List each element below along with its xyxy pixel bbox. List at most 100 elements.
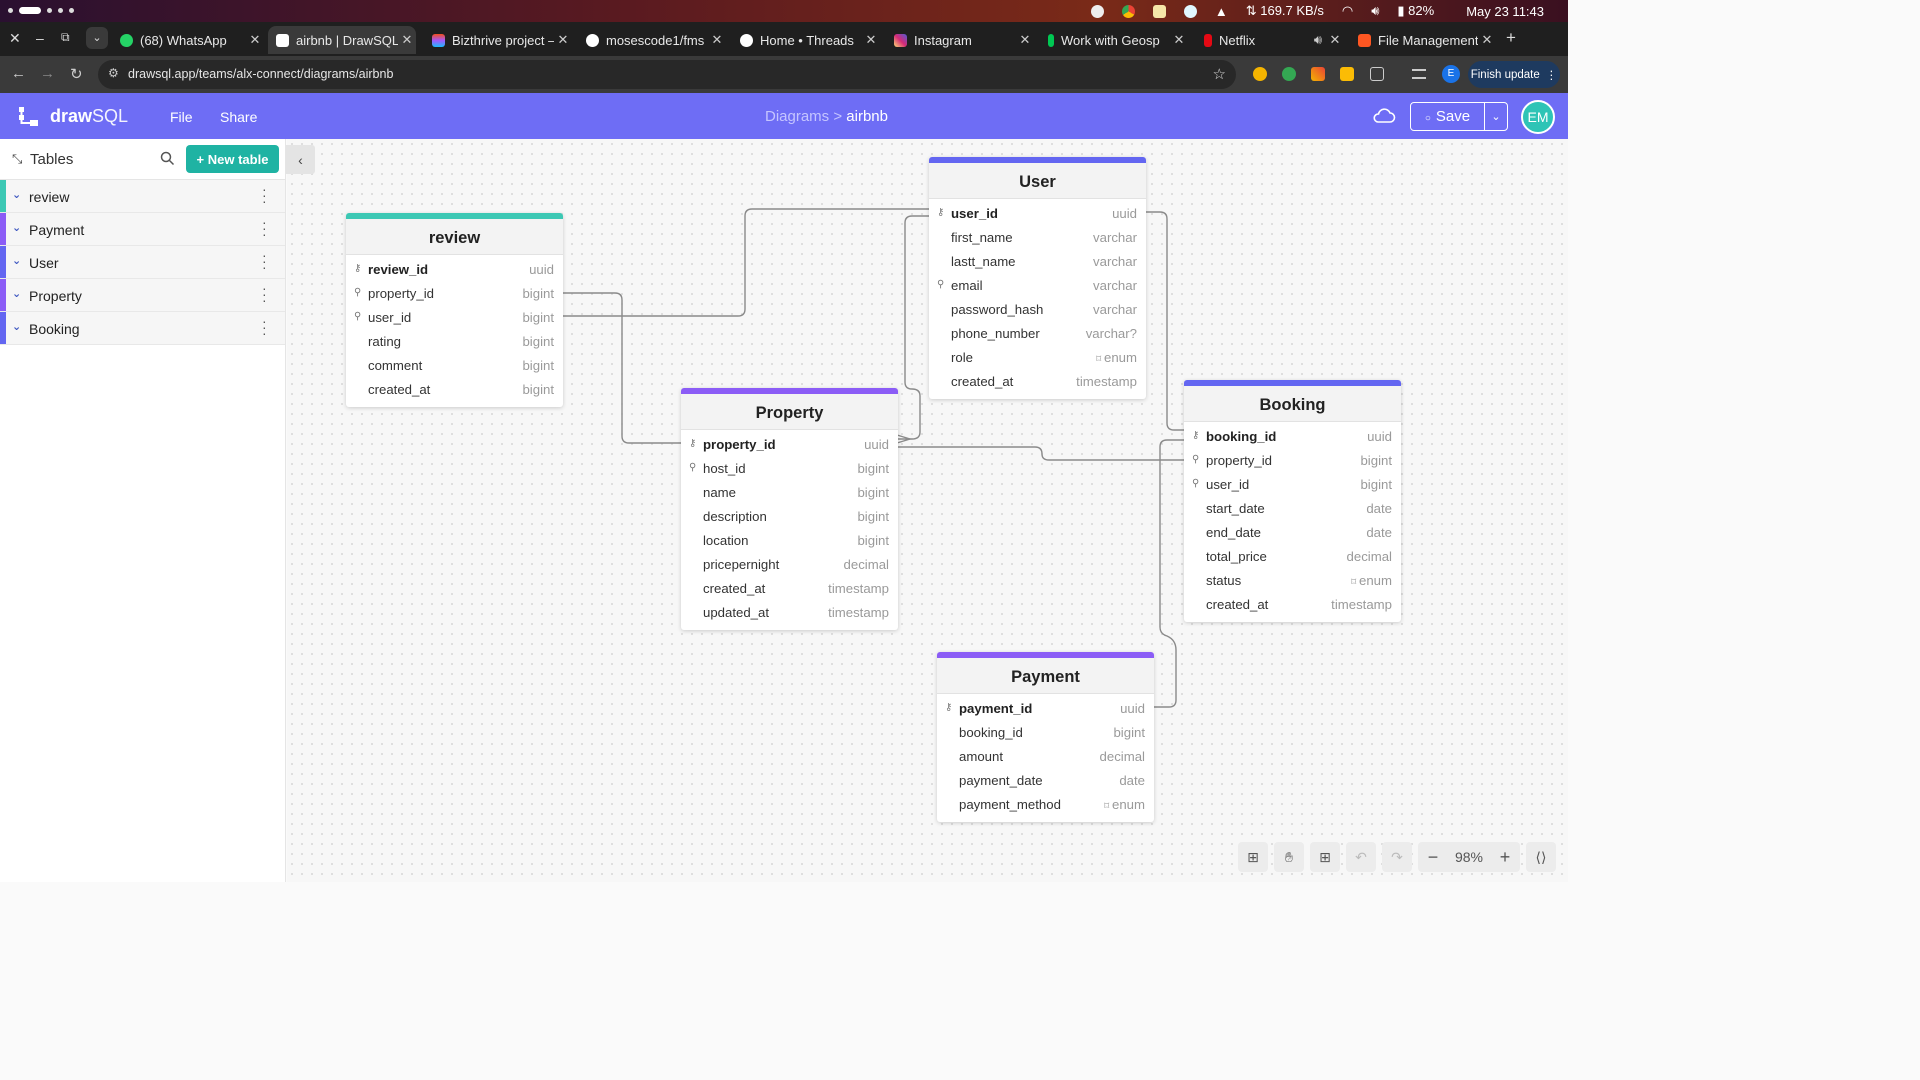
collapse-sidebar-button[interactable]: ‹ bbox=[286, 145, 315, 174]
tab-github[interactable]: mosescode1/fms ✕ bbox=[578, 26, 726, 54]
chevron-down-icon[interactable]: ⌄ bbox=[12, 222, 22, 234]
site-info-icon[interactable]: ⚙ bbox=[108, 66, 119, 80]
address-bar[interactable]: ⚙ drawsql.app/teams/alx-connect/diagrams… bbox=[98, 60, 1236, 89]
zoom-in-button[interactable]: + bbox=[1499, 846, 1511, 867]
kebab-menu-icon[interactable]: ··· bbox=[262, 280, 267, 308]
extension-3-icon[interactable] bbox=[1311, 67, 1325, 81]
restore-window-icon[interactable]: ⧉ bbox=[61, 30, 70, 44]
menu-file[interactable]: File bbox=[170, 109, 193, 125]
alert-tray-icon[interactable]: ▲ bbox=[1214, 3, 1228, 19]
profile-avatar[interactable]: E bbox=[1442, 65, 1460, 83]
new-table-button[interactable]: + New table bbox=[186, 145, 279, 173]
notes-tray-icon[interactable] bbox=[1152, 4, 1166, 18]
url-text[interactable]: drawsql.app/teams/alx-connect/diagrams/a… bbox=[128, 67, 394, 81]
close-tab-icon[interactable]: ✕ bbox=[1173, 32, 1185, 47]
chevron-down-icon[interactable]: ⌄ bbox=[12, 288, 22, 300]
table-title[interactable]: Property bbox=[681, 394, 898, 430]
wifi-icon[interactable]: ◠ bbox=[1341, 3, 1354, 18]
pan-tool-button[interactable]: ✋︎ bbox=[1274, 842, 1304, 872]
forward-icon[interactable]: → bbox=[40, 65, 55, 82]
table-title[interactable]: Booking bbox=[1184, 386, 1401, 422]
reload-icon[interactable]: ↻ bbox=[70, 66, 83, 83]
column-row-role[interactable]: role⌑ enum bbox=[929, 346, 1146, 370]
close-tab-icon[interactable]: ✕ bbox=[249, 32, 261, 47]
cloud-sync-icon[interactable] bbox=[1372, 105, 1396, 125]
extension-1-icon[interactable] bbox=[1253, 67, 1267, 81]
sidebar-item-user[interactable]: ⌄ User ··· bbox=[0, 246, 285, 279]
kebab-menu-icon[interactable]: ··· bbox=[262, 247, 267, 275]
search-icon[interactable] bbox=[160, 151, 175, 166]
extension-2-icon[interactable] bbox=[1282, 67, 1296, 81]
reading-list-icon[interactable] bbox=[1412, 69, 1426, 79]
save-button[interactable]: ○Save ⌄ bbox=[1410, 102, 1508, 131]
kebab-menu-icon[interactable]: ··· bbox=[262, 313, 267, 341]
auto-arrange-button[interactable]: ⊞ bbox=[1310, 842, 1340, 872]
kebab-menu-icon[interactable]: ··· bbox=[262, 181, 267, 209]
kebab-menu-icon[interactable]: ··· bbox=[262, 214, 267, 242]
chevron-down-icon[interactable]: ⌄ bbox=[12, 189, 22, 201]
collapse-all-icon[interactable]: ⤡ bbox=[12, 151, 23, 166]
finish-update-button[interactable]: Finish update ⋮ bbox=[1468, 61, 1560, 88]
close-tab-icon[interactable]: ✕ bbox=[711, 32, 723, 47]
close-tab-icon[interactable]: ✕ bbox=[557, 32, 569, 47]
tab-figma[interactable]: Bizthrive project – ✕ bbox=[424, 26, 572, 54]
close-window-icon[interactable]: ✕ bbox=[9, 30, 21, 46]
extensions-puzzle-icon[interactable] bbox=[1370, 67, 1384, 81]
menu-share[interactable]: Share bbox=[220, 109, 258, 125]
minimize-window-icon[interactable]: – bbox=[36, 30, 44, 46]
zoom-level[interactable]: 98% bbox=[1454, 849, 1484, 865]
chevron-down-icon[interactable]: ⌄ bbox=[12, 321, 22, 333]
close-tab-icon[interactable]: ✕ bbox=[865, 32, 877, 47]
tab-file-management[interactable]: File Management ✕ bbox=[1350, 26, 1496, 54]
table-title[interactable]: review bbox=[346, 219, 563, 255]
volume-icon[interactable]: 🔊︎ bbox=[1371, 3, 1380, 18]
tab-threads[interactable]: Home • Threads ✕ bbox=[732, 26, 880, 54]
tab-netflix[interactable]: Netflix 🔊︎ ✕ bbox=[1196, 26, 1344, 54]
user-avatar[interactable]: EM bbox=[1521, 100, 1555, 134]
embed-code-button[interactable]: ⟨⟩ bbox=[1526, 842, 1556, 872]
tab-geospatial[interactable]: Work with Geosp ✕ bbox=[1040, 26, 1188, 54]
column-row-payment-method[interactable]: payment_method⌑ enum bbox=[937, 793, 1154, 817]
close-tab-icon[interactable]: ✕ bbox=[1019, 32, 1031, 47]
close-tab-icon[interactable]: ✕ bbox=[1329, 32, 1341, 47]
bookmark-star-icon[interactable]: ☆ bbox=[1212, 66, 1226, 83]
redo-button[interactable]: ↷ bbox=[1382, 842, 1412, 872]
tab-drawsql[interactable]: airbnb | DrawSQL ✕ bbox=[268, 26, 416, 54]
clock[interactable]: May 23 11:43 bbox=[1466, 3, 1544, 19]
close-tab-icon[interactable]: ✕ bbox=[401, 32, 413, 47]
new-tab-icon[interactable]: + bbox=[1506, 28, 1516, 47]
sidebar-item-booking[interactable]: ⌄ Booking ··· bbox=[0, 312, 285, 345]
workspace-indicator[interactable] bbox=[8, 7, 74, 14]
